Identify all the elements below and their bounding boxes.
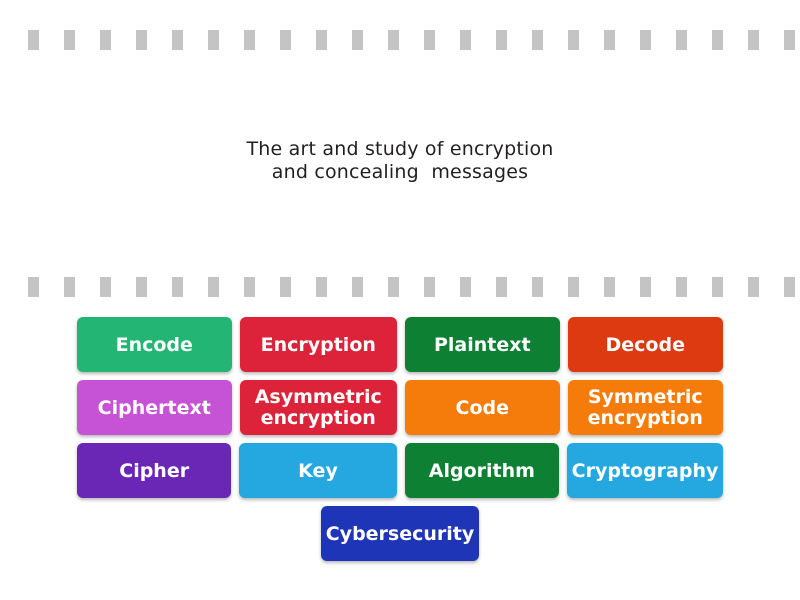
separator-dash bbox=[280, 30, 291, 50]
answer-tile[interactable]: Cybersecurity bbox=[321, 506, 479, 561]
separator-dash bbox=[532, 277, 543, 297]
separator-dash bbox=[784, 277, 795, 297]
answer-tile[interactable]: Cryptography bbox=[567, 443, 724, 498]
answer-tile[interactable]: Key bbox=[239, 443, 397, 498]
separator-dash bbox=[352, 277, 363, 297]
prompt-line-1: The art and study of encryption bbox=[246, 138, 554, 160]
separator-dash bbox=[532, 30, 543, 50]
answer-tile[interactable]: Encryption bbox=[239, 317, 397, 372]
separator-dash bbox=[136, 277, 147, 297]
separator-dash bbox=[676, 30, 687, 50]
separator-dash bbox=[424, 30, 435, 50]
tile-row: Cybersecurity bbox=[77, 506, 723, 561]
answer-tile[interactable]: Code bbox=[405, 380, 560, 435]
separator-dash bbox=[784, 30, 795, 50]
separator-dash bbox=[388, 277, 399, 297]
separator-dash bbox=[64, 277, 75, 297]
separator-dash bbox=[640, 277, 651, 297]
separator-dash bbox=[100, 277, 111, 297]
separator-dash bbox=[28, 277, 39, 297]
prompt-line-2: and concealing messages bbox=[271, 161, 529, 183]
separator-dash bbox=[496, 277, 507, 297]
separator-dash bbox=[316, 30, 327, 50]
separator-dash bbox=[604, 277, 615, 297]
answer-tile[interactable]: Cipher bbox=[77, 443, 232, 498]
separator-dash bbox=[640, 30, 651, 50]
answer-tile[interactable]: Plaintext bbox=[405, 317, 560, 372]
separator-dash bbox=[712, 277, 723, 297]
separator-dash bbox=[136, 30, 147, 50]
middle-separator bbox=[0, 277, 800, 297]
separator-dash bbox=[208, 277, 219, 297]
separator-dash bbox=[172, 277, 183, 297]
separator-dash bbox=[64, 30, 75, 50]
answer-tile[interactable]: Decode bbox=[567, 317, 723, 372]
separator-dash bbox=[712, 30, 723, 50]
separator-dash bbox=[460, 30, 471, 50]
separator-dash bbox=[172, 30, 183, 50]
separator-dash bbox=[208, 30, 219, 50]
separator-dash bbox=[604, 30, 615, 50]
separator-dash bbox=[388, 30, 399, 50]
separator-dash bbox=[352, 30, 363, 50]
separator-dash bbox=[316, 277, 327, 297]
answer-tile[interactable]: Algorithm bbox=[404, 443, 560, 498]
separator-dash bbox=[244, 30, 255, 50]
top-separator bbox=[0, 30, 800, 50]
separator-dash bbox=[244, 277, 255, 297]
separator-dash bbox=[280, 277, 291, 297]
answer-tile[interactable]: Encode bbox=[77, 317, 232, 372]
answer-tile[interactable]: Symmetric encryption bbox=[567, 380, 723, 435]
answer-tile[interactable]: Asymmetric encryption bbox=[239, 380, 397, 435]
separator-dash bbox=[460, 277, 471, 297]
separator-dash bbox=[28, 30, 39, 50]
separator-dash bbox=[100, 30, 111, 50]
separator-dash bbox=[676, 277, 687, 297]
answer-tile[interactable]: Ciphertext bbox=[77, 380, 232, 435]
separator-dash bbox=[568, 30, 579, 50]
separator-dash bbox=[748, 277, 759, 297]
separator-dash bbox=[496, 30, 507, 50]
separator-dash bbox=[568, 277, 579, 297]
separator-dash bbox=[424, 277, 435, 297]
separator-dash bbox=[748, 30, 759, 50]
prompt-text: The art and study of encryption and conc… bbox=[0, 138, 800, 184]
